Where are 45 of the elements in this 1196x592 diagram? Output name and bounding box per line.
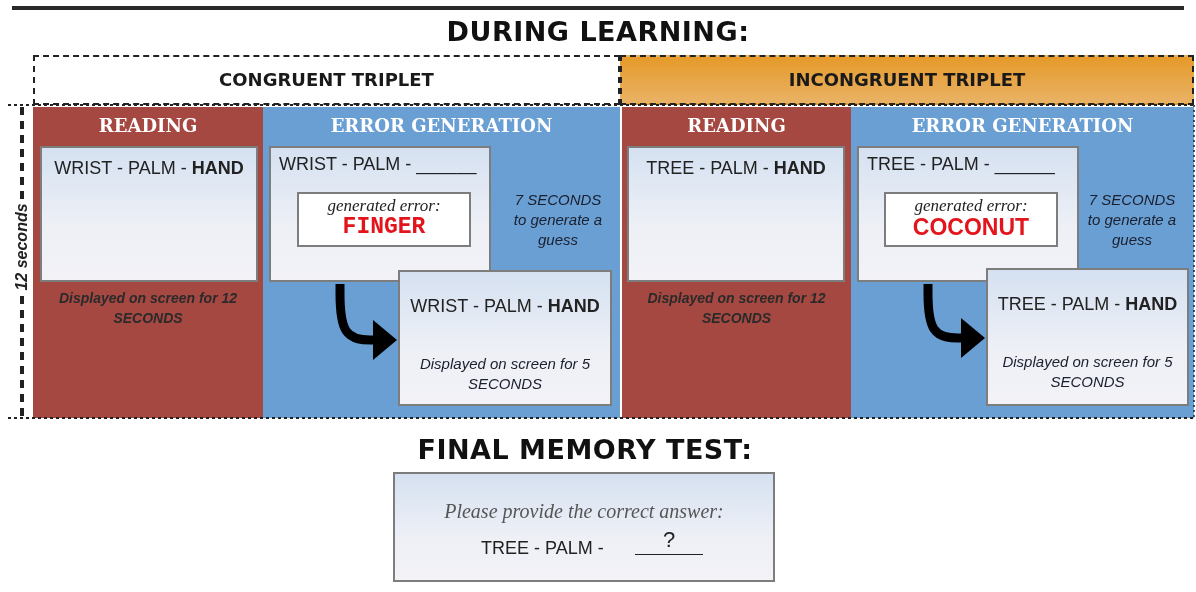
screen-card — [269, 146, 491, 282]
panel-heading: READING — [97, 115, 199, 136]
screen-card — [398, 270, 612, 406]
section-heading: FINAL MEMORY TEST: — [416, 434, 754, 465]
header-text: INCONGRUENT TRIPLET — [787, 69, 1027, 90]
error-word: COCONUT — [911, 214, 1031, 241]
duration-note: Displayed on screen for 12 SECONDS — [57, 289, 239, 328]
duration-note: 7 SECONDS to generate a guess — [1086, 190, 1178, 250]
duration-label: 12 seconds — [12, 202, 31, 293]
reading-panel — [622, 107, 851, 418]
cue-words: TREE - PALM - — [481, 538, 604, 559]
triplet-header-band — [620, 55, 1194, 105]
duration-note: Displayed on screen for 12 SECONDS — [646, 289, 827, 328]
curved-arrow — [923, 284, 985, 358]
screen-card — [627, 146, 845, 282]
screen-card — [857, 146, 1079, 282]
curved-arrow — [335, 284, 397, 360]
screen-card — [40, 146, 258, 282]
word-triplet: WRIST - PALM - ______ — [279, 154, 477, 175]
prompt-text: Please provide the correct answer: — [443, 500, 725, 523]
word-triplet: TREE - PALM - HAND — [996, 294, 1179, 315]
title: DURING LEARNING: — [445, 16, 751, 47]
screen-card — [986, 268, 1189, 406]
word-triplet: TREE - PALM - ______ — [867, 154, 1055, 175]
error-generation-panel — [851, 107, 1194, 418]
error-word: FINGER — [342, 214, 427, 240]
duration-note: Displayed on screen for 5 SECONDS — [418, 354, 592, 394]
word-triplet: WRIST - PALM - HAND — [53, 158, 245, 179]
panel-heading: READING — [686, 115, 787, 136]
triplet-header-band — [33, 55, 620, 105]
answer-card — [393, 472, 775, 582]
header-text: CONGRUENT TRIPLET — [218, 69, 435, 90]
panel-heading: ERROR GENERATION — [910, 115, 1135, 136]
duration-note: 7 SECONDS to generate a guess — [512, 190, 604, 250]
fill-in-line: ? — [635, 526, 703, 555]
duration-note: Displayed on screen for 5 SECONDS — [1001, 352, 1174, 392]
error-box — [884, 192, 1058, 247]
error-box — [297, 192, 471, 247]
reading-panel — [33, 107, 263, 418]
word-triplet: WRIST - PALM - HAND — [409, 296, 601, 317]
error-label: generated error: — [913, 196, 1029, 216]
panel-heading: ERROR GENERATION — [329, 115, 554, 136]
word-triplet: TREE - PALM - HAND — [645, 158, 827, 179]
error-label: generated error: — [326, 196, 442, 216]
error-generation-panel — [263, 107, 620, 418]
